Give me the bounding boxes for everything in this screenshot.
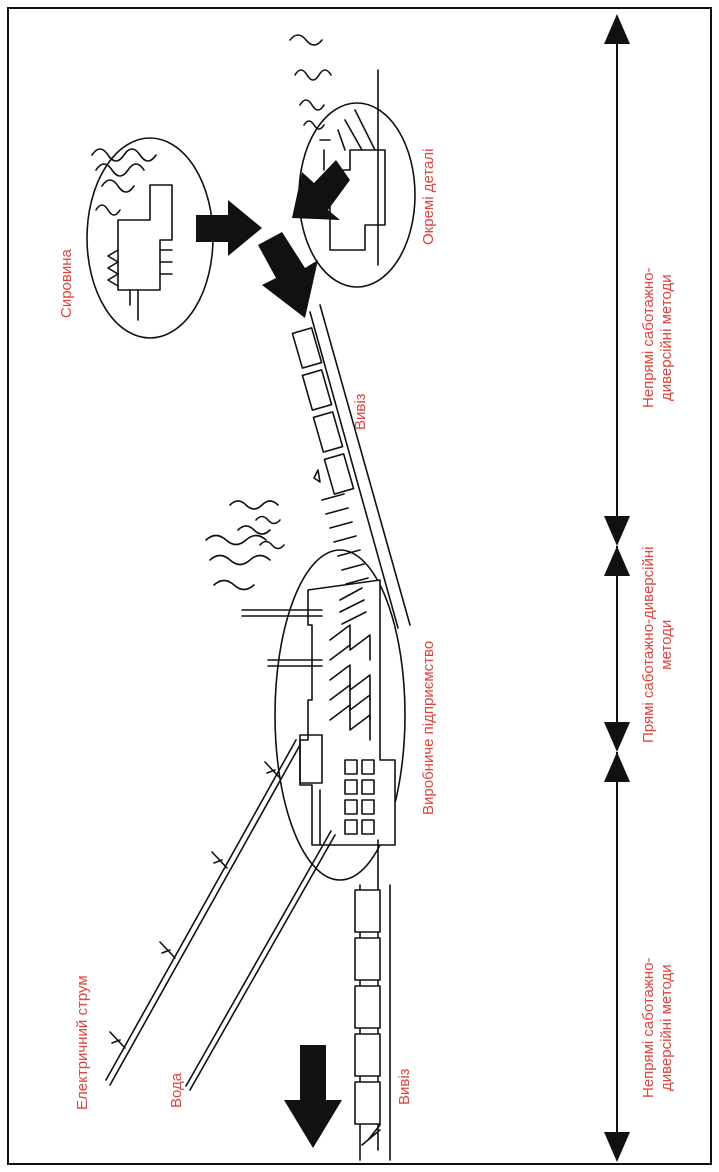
label-direct-methods: Прямі саботажно-диверсійні методи	[640, 546, 675, 743]
railway-top	[291, 304, 411, 629]
raw-materials-site	[86, 137, 214, 339]
label-water: Вода	[168, 1072, 185, 1108]
label-enterprise: Виробниче підприємство	[420, 640, 437, 815]
label-indirect-methods-top: Непрямі саботажно- диверсійні методи	[640, 267, 675, 408]
utility-lines	[105, 739, 336, 1091]
label-raw-materials: Сировина	[58, 249, 75, 318]
label-export-bottom: Вивіз	[396, 1068, 413, 1105]
railway-bottom	[284, 884, 391, 1161]
label-separate-parts: Окремі деталі	[420, 148, 437, 245]
label-electric-current: Електричний струм	[74, 975, 91, 1110]
method-brackets	[604, 14, 630, 1162]
label-indirect-methods-bottom: Непрямі саботажно- диверсійні методи	[640, 957, 675, 1098]
separate-parts-site	[289, 34, 416, 288]
label-export-top: Вивіз	[352, 393, 369, 430]
converging-arrows	[196, 160, 350, 318]
